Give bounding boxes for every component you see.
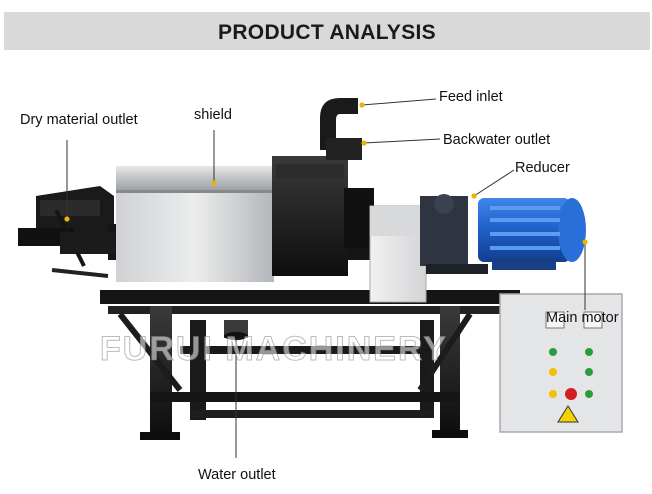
label-main-motor: Main motor	[546, 310, 619, 326]
label-backwater-outlet: Backwater outlet	[443, 132, 551, 148]
label-dry-material-outlet: Dry material outlet	[20, 112, 138, 128]
marker-dots	[64, 102, 588, 245]
dry-outlet-arm	[18, 186, 114, 278]
label-reducer: Reducer	[515, 160, 570, 176]
header-bar: PRODUCT ANALYSIS	[4, 12, 650, 50]
page-title: PRODUCT ANALYSIS	[218, 21, 436, 44]
feed-hopper	[272, 98, 374, 276]
water-outlet-pipe	[224, 320, 248, 340]
reducer-box	[369, 194, 488, 303]
watermark-text: FURUI MACHINERY	[100, 330, 448, 369]
main-motor	[478, 198, 586, 270]
shield-cover	[116, 166, 274, 282]
leader-lines	[66, 98, 586, 458]
label-feed-inlet: Feed inlet	[439, 89, 503, 105]
control-cabinet	[499, 293, 623, 433]
label-shield: shield	[194, 107, 232, 123]
label-water-outlet: Water outlet	[198, 467, 276, 483]
